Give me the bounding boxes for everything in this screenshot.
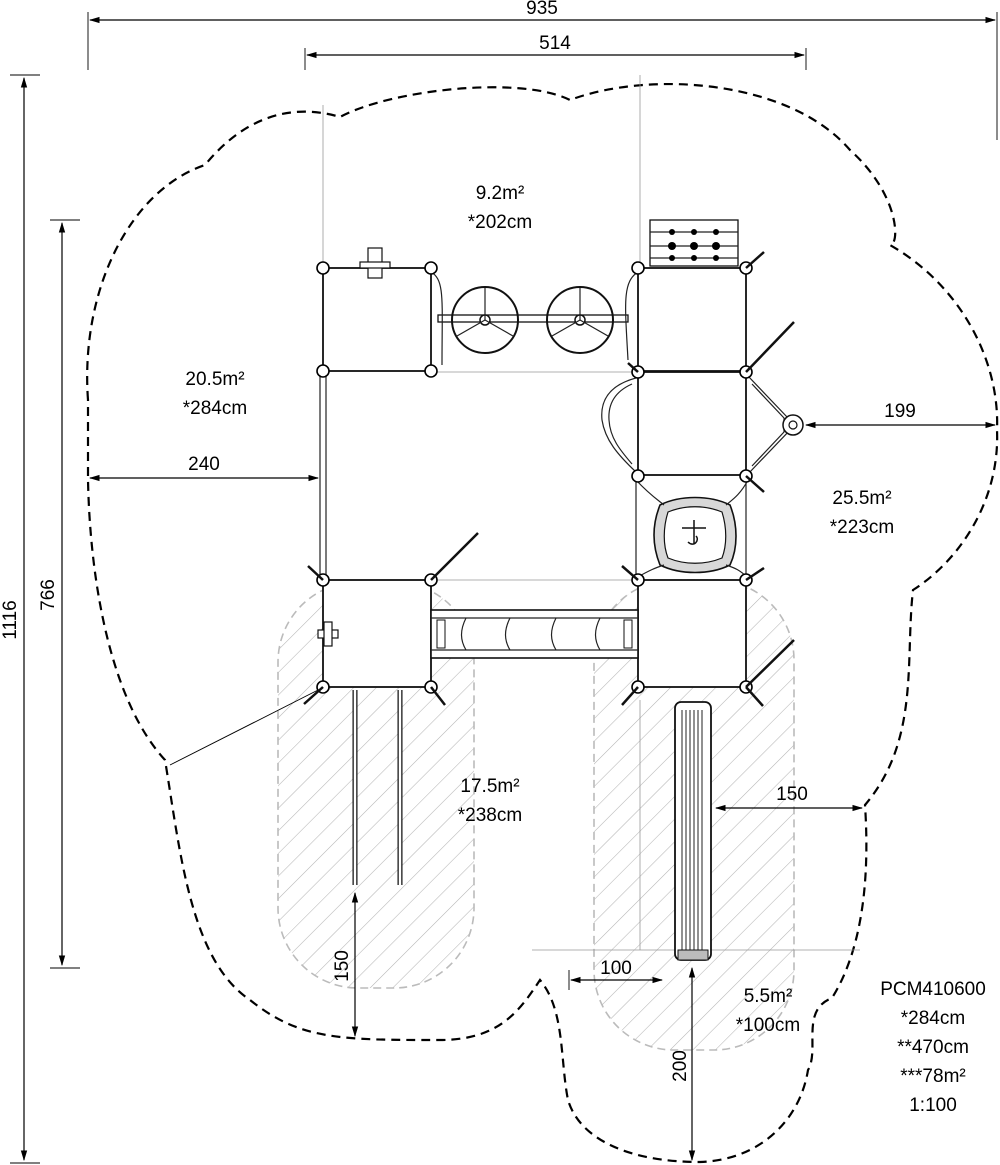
dim-structure-width: 514: [539, 33, 571, 54]
area-height: *202cm: [468, 212, 532, 233]
dim-bottom-clearance-left: 150: [332, 950, 353, 982]
dim-left-clearance: 240: [188, 454, 220, 475]
product-area: ***78m²: [900, 1066, 965, 1087]
barrel-bridge: [430, 609, 639, 659]
area-value: 17.5m²: [460, 776, 519, 797]
climbing-net: [649, 219, 739, 267]
deck-bottom-right: [637, 579, 747, 688]
area-height: *100cm: [736, 1015, 800, 1036]
steering-wheel: [546, 286, 614, 354]
deck-mid-right: [637, 371, 747, 476]
deck-top-left: [322, 267, 432, 372]
dim-slide-end-width: 100: [600, 958, 632, 979]
dim-right-clearance: 199: [884, 401, 916, 422]
dim-structure-height: 766: [38, 579, 59, 611]
area-height: *284cm: [183, 398, 247, 419]
area-height: *238cm: [458, 805, 522, 826]
product-length: **470cm: [897, 1037, 969, 1058]
bubble-panel: [653, 496, 737, 574]
product-code: PCM410600: [880, 979, 986, 1000]
dim-overall-width: 935: [526, 0, 558, 19]
area-labels: 9.2m² *202cm 20.5m² *284cm 25.5m² *223cm…: [183, 183, 894, 1036]
dim-slide-end-length: 200: [670, 1050, 691, 1082]
wheel-bridge: [437, 314, 629, 323]
slide: [674, 701, 712, 961]
area-value: 20.5m²: [185, 369, 244, 390]
deck-bottom-left: [322, 579, 432, 688]
dimension-labels: 935 514 1116 766 240 199 150 150 100 200: [0, 0, 916, 1082]
product-scale: 1:100: [909, 1095, 957, 1116]
area-value: 9.2m²: [476, 183, 525, 204]
dim-slide-side-clearance: 150: [776, 784, 808, 805]
area-value: 25.5m²: [832, 488, 891, 509]
play-structure: [303, 219, 804, 961]
area-height: *223cm: [830, 517, 894, 538]
dimension-lines: [10, 12, 998, 1164]
steering-wheel: [451, 286, 519, 354]
area-value: 5.5m²: [744, 986, 793, 1007]
product-info: PCM410600 *284cm **470cm ***78m² 1:100: [880, 979, 986, 1116]
product-height: *284cm: [901, 1008, 965, 1029]
dim-overall-height: 1116: [0, 600, 21, 639]
deck-top-right: [637, 267, 747, 372]
